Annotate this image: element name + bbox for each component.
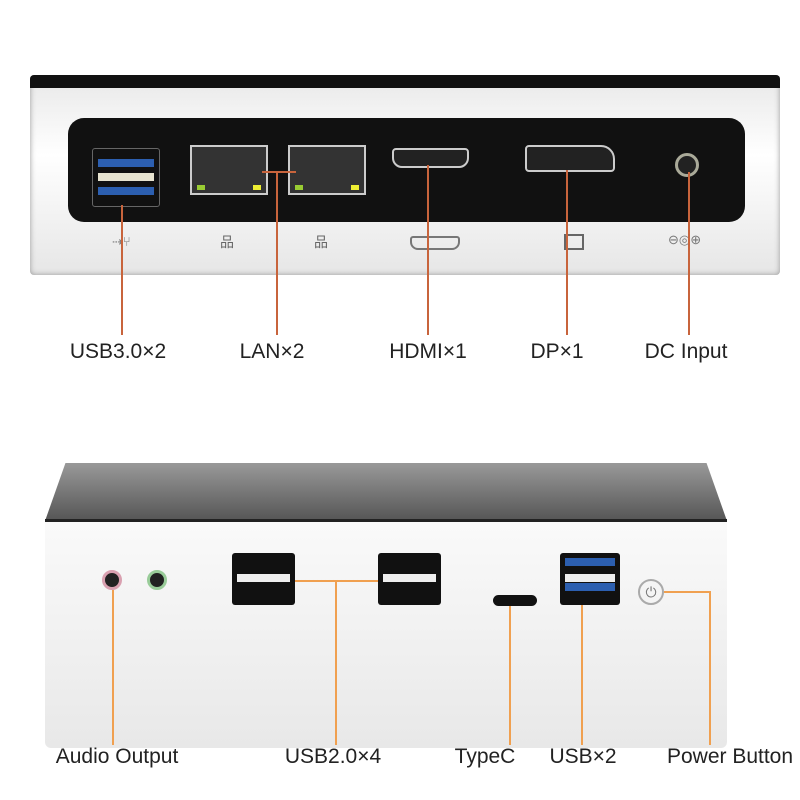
leader-line bbox=[112, 590, 114, 745]
rear-top-edge bbox=[30, 75, 780, 88]
leader-line bbox=[709, 591, 711, 745]
label-dc-input: DC Input bbox=[644, 340, 728, 363]
usb3-port-stack bbox=[92, 148, 160, 207]
hdmi-port bbox=[392, 148, 469, 168]
front-top-lid bbox=[45, 463, 727, 521]
network-icon: 品 bbox=[314, 234, 328, 250]
dc-input-jack bbox=[675, 153, 699, 177]
leader-line bbox=[121, 205, 123, 335]
leader-line bbox=[335, 580, 337, 745]
leader-line bbox=[566, 170, 568, 335]
network-icon: 品 bbox=[220, 234, 234, 250]
leader-line bbox=[262, 171, 296, 173]
usb2-port-stack-2 bbox=[378, 553, 441, 605]
displayport-icon bbox=[564, 234, 584, 250]
label-power-button: Power Button bbox=[666, 745, 794, 768]
power-icon[interactable]: ⏻ bbox=[638, 579, 664, 605]
label-usb2: USB2.0×4 bbox=[284, 745, 382, 768]
leader-line bbox=[276, 171, 278, 335]
leader-line bbox=[664, 591, 711, 593]
dc-polarity-icon: ⊖◎⊕ bbox=[668, 232, 702, 247]
leader-line bbox=[688, 172, 690, 335]
label-lan: LAN×2 bbox=[239, 340, 305, 363]
label-usb-front: USB×2 bbox=[549, 745, 617, 768]
typec-port bbox=[493, 595, 537, 606]
label-audio-output: Audio Output bbox=[55, 745, 179, 768]
label-hdmi: HDMI×1 bbox=[389, 340, 467, 363]
leader-line bbox=[427, 165, 429, 335]
label-typec: TypeC bbox=[454, 745, 516, 768]
label-dp: DP×1 bbox=[530, 340, 584, 363]
audio-jack-green bbox=[147, 570, 167, 590]
hdmi-icon bbox=[410, 236, 460, 250]
leader-line bbox=[581, 605, 583, 745]
displayport-port bbox=[525, 145, 615, 172]
rear-port-panel bbox=[68, 118, 745, 222]
label-usb3: USB3.0×2 bbox=[69, 340, 167, 363]
usb2-port-stack-1 bbox=[232, 553, 295, 605]
leader-line bbox=[509, 606, 511, 745]
audio-jack-pink bbox=[102, 570, 122, 590]
usb3-front-port-stack bbox=[560, 553, 620, 605]
lan-port-1 bbox=[190, 145, 268, 195]
lan-port-2 bbox=[288, 145, 366, 195]
